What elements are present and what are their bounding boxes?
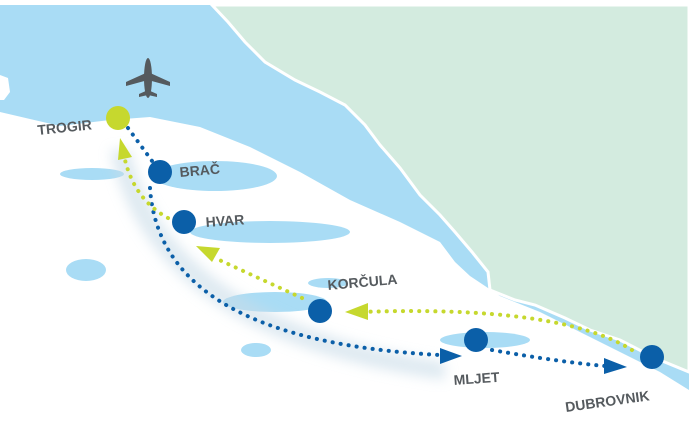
label-brac: BRAČ xyxy=(179,160,221,180)
stop-dubrovnik[interactable] xyxy=(640,345,664,369)
arrow-to-dubrovnik xyxy=(604,358,627,374)
island-small xyxy=(60,168,124,180)
label-korcula: KORČULA xyxy=(327,270,398,293)
label-trogir: TROGIR xyxy=(37,116,93,138)
label-mljet: MLJET xyxy=(453,369,500,388)
arrowheads xyxy=(118,138,627,374)
route-mljet-dubrovnik xyxy=(490,348,607,368)
mainland xyxy=(208,3,689,374)
island-hvar xyxy=(190,221,350,243)
islet xyxy=(0,75,10,100)
label-dubrovnik: DUBROVNIK xyxy=(564,387,650,415)
arrow-to-mljet xyxy=(440,348,462,364)
route-trogir-brac xyxy=(126,126,157,167)
arrow-to-trogir xyxy=(118,138,132,160)
stop-mljet[interactable] xyxy=(464,328,488,352)
arrow-to-hvar xyxy=(196,246,220,262)
island-small xyxy=(308,278,348,288)
stop-trogir[interactable] xyxy=(106,106,130,130)
stop-hvar[interactable] xyxy=(172,210,196,234)
route-hvar-trogir xyxy=(123,158,170,220)
island-brac xyxy=(153,161,277,191)
airplane-icon xyxy=(126,58,170,98)
stop-brac[interactable] xyxy=(148,160,172,184)
route-brac-mljet xyxy=(148,186,442,357)
label-hvar: HVAR xyxy=(205,211,245,230)
island-small xyxy=(66,259,106,281)
route-dubrovnik-korcula xyxy=(358,309,634,352)
stop-korcula[interactable] xyxy=(308,299,332,323)
island-small xyxy=(241,343,271,357)
islands xyxy=(60,161,530,357)
arrow-to-korcula xyxy=(345,303,368,320)
route-korcula-hvar xyxy=(213,256,304,300)
